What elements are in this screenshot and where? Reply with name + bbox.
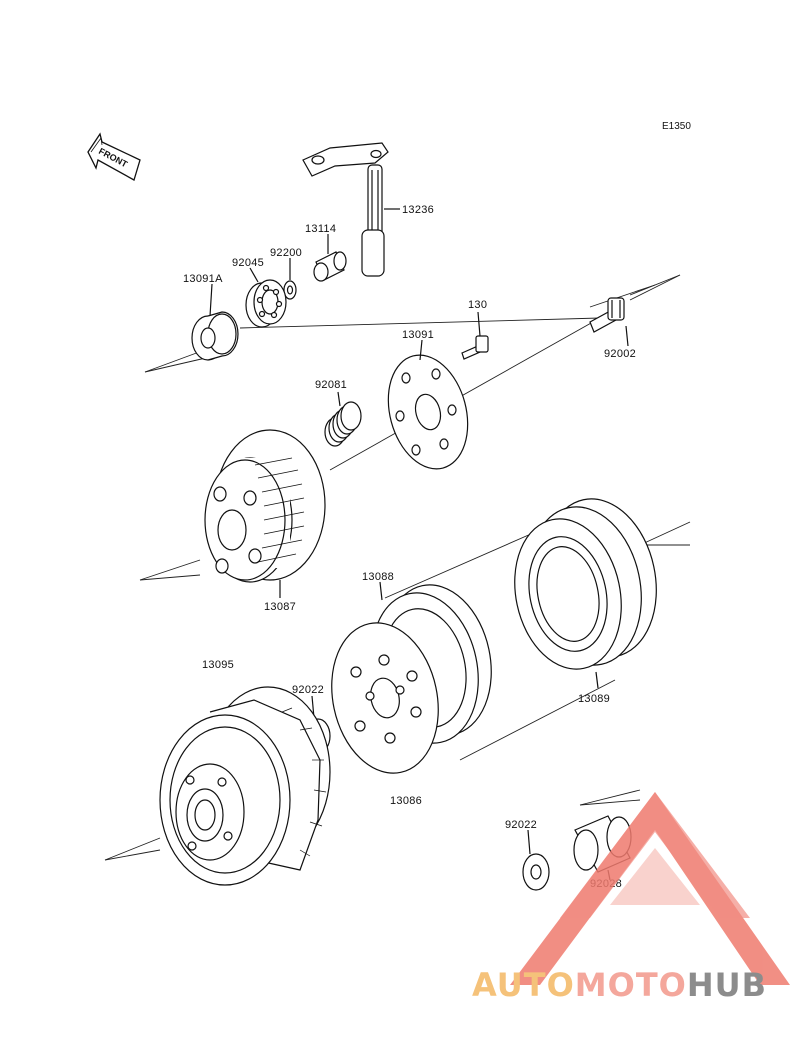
hub-axis (139, 559, 201, 581)
automotohub-logo (510, 792, 790, 985)
label-13087: 13087 (264, 601, 296, 613)
part-92200-washer (283, 258, 297, 300)
label-13088: 13088 (362, 571, 394, 583)
label-92022-lower: 92022 (505, 819, 537, 831)
part-13095-clutch-housing (159, 686, 331, 886)
sleeve-axis (579, 789, 641, 806)
label-130: 130 (468, 299, 487, 311)
part-92002-bolt (589, 297, 629, 347)
part-13091a-release-plate (191, 283, 239, 361)
label-92022-center: 92022 (292, 684, 324, 696)
watermark-hub: HUB (687, 966, 767, 1004)
watermark-text: AUTOMOTOHUB (472, 966, 767, 1004)
part-13236-release-shaft (302, 142, 400, 277)
housing-axis (104, 837, 161, 861)
part-13091-pressure-plate (387, 339, 469, 470)
part-13086-friction-plate (331, 622, 439, 774)
label-92200: 92200 (270, 247, 302, 259)
part-13114-release-pin (313, 234, 347, 282)
label-13114: 13114 (305, 223, 336, 235)
label-13091: 13091 (402, 329, 434, 341)
front-arrow-icon: FRONT (87, 132, 141, 181)
watermark-auto: AUTO (472, 966, 575, 1004)
diagram-code: E1350 (662, 121, 691, 132)
part-13089-steel-plate (514, 498, 657, 689)
part-92022-washer-lower (522, 829, 550, 891)
upper-axis (144, 274, 681, 471)
label-13086: 13086 (390, 795, 422, 807)
label-92081: 92081 (315, 379, 347, 391)
label-13095: 13095 (202, 659, 234, 671)
part-92045-ball-bearing (245, 267, 287, 328)
label-92045: 92045 (232, 257, 264, 269)
part-13087-clutch-hub (204, 429, 326, 598)
label-13091a: 13091A (183, 273, 223, 285)
part-130-bolt (461, 311, 489, 360)
plate-stack-lines (384, 521, 691, 761)
label-13089: 13089 (578, 693, 610, 705)
part-92081-clutch-spring (324, 391, 362, 447)
label-92002: 92002 (604, 348, 636, 360)
label-13236: 13236 (402, 204, 434, 216)
watermark-moto: MOTO (575, 966, 687, 1004)
